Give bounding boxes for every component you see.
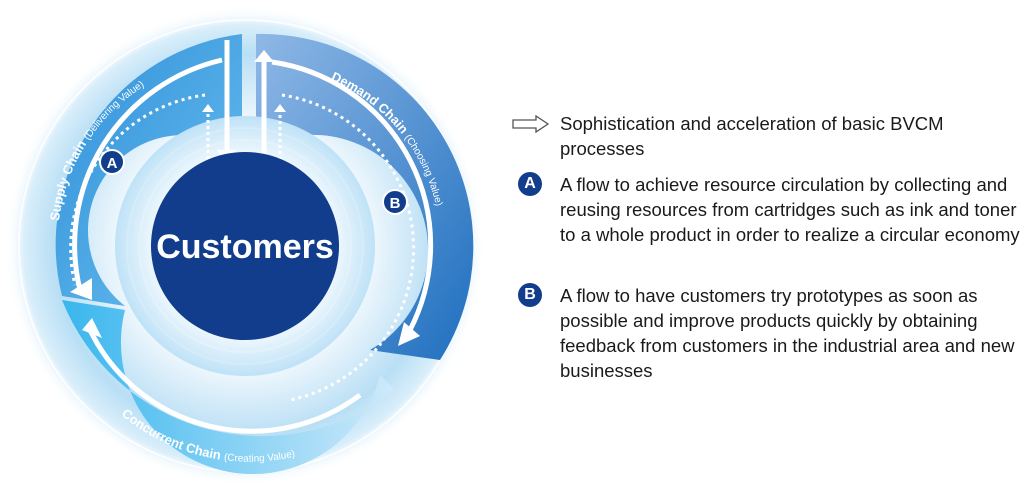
svg-text:A: A — [107, 155, 118, 172]
customers-label: Customers — [156, 228, 334, 266]
supply-chain-segment — [55, 34, 243, 306]
svg-text:B: B — [390, 195, 401, 212]
hollow-arrow-icon — [512, 115, 550, 133]
bvcm-cycle-diagram: Customers Supply Chain (Delivering Value… — [5, 6, 485, 486]
demand-chain-segment — [256, 33, 474, 360]
legend-b-text: A flow to have customers try prototypes … — [560, 285, 1015, 381]
legend-a-text: A flow to achieve resource circulation b… — [560, 174, 1020, 245]
demand-flow-arrow — [271, 59, 434, 332]
badge-a-icon: A — [518, 172, 542, 196]
diagram-badge-b: B — [382, 189, 408, 215]
legend-arrow-text: Sophistication and acceleration of basic… — [560, 113, 944, 159]
concurrent-flow-arrow — [87, 328, 362, 434]
flow-a-dotted — [69, 93, 206, 286]
supply-flow-arrow — [72, 57, 223, 291]
diagram-badge-a: A — [99, 149, 125, 175]
concurrent-chain-segment — [62, 300, 395, 475]
up-arrow-out-center — [254, 50, 274, 62]
flow-b-dotted — [281, 93, 416, 402]
badge-b-icon: B — [518, 283, 542, 307]
customers-center-circle — [151, 152, 339, 340]
